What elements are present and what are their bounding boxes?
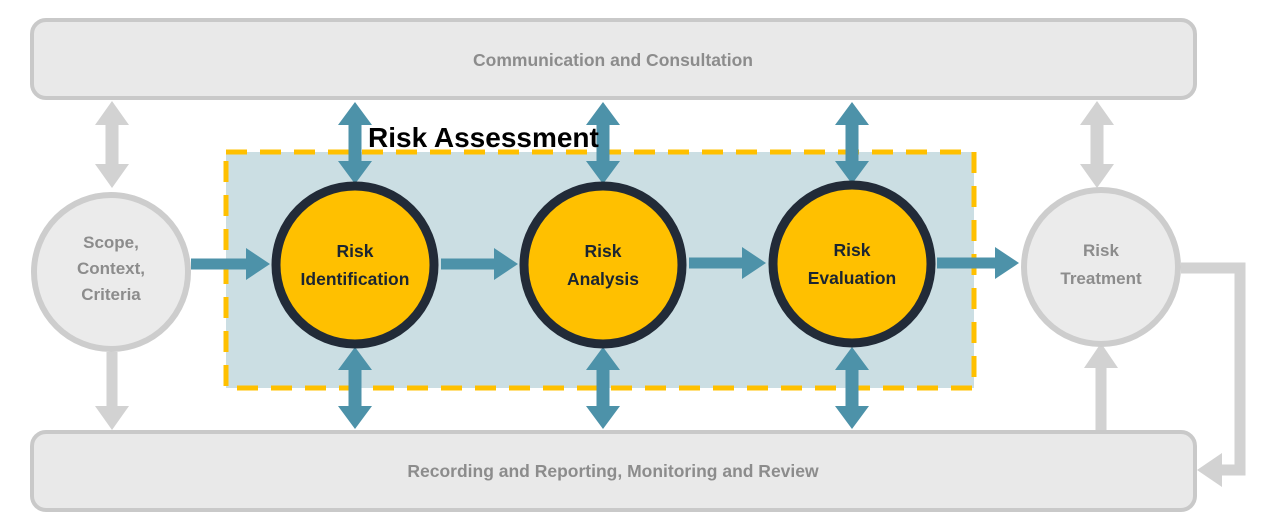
recording-bar-label: Recording and Reporting, Monitoring and …: [407, 461, 819, 481]
risk-identification-step: Risk Identification: [271, 181, 439, 349]
double-arrow-identification-top-icon: [338, 102, 372, 184]
risk-treatment-node: Risk Treatment: [1021, 187, 1181, 347]
risk-analysis-step: Risk Analysis: [519, 181, 687, 349]
treatment-node-line1: Risk: [1083, 241, 1119, 260]
communication-consultation-bar: Communication and Consultation: [30, 18, 1197, 100]
analysis-step-shape: [519, 181, 687, 349]
analysis-step-line1: Risk: [585, 241, 622, 261]
risk-evaluation-step: Risk Evaluation: [768, 180, 936, 348]
double-arrow-evaluation-bottom-icon: [835, 347, 869, 429]
scope-node-line3: Criteria: [81, 285, 141, 304]
communication-bar-shape: [30, 18, 1197, 100]
elbow-connector-treatment-to-recording: [1181, 262, 1246, 487]
scope-node-shape: [31, 192, 191, 352]
arrow-scope-to-identification-icon: [191, 248, 270, 280]
scope-node-line1: Scope,: [83, 233, 139, 252]
evaluation-step-shape: [768, 180, 936, 348]
arrow-evaluation-to-treatment-icon: [937, 247, 1019, 279]
identification-step-line2: Identification: [301, 269, 410, 289]
risk-assessment-title: Risk Assessment: [368, 122, 599, 153]
double-arrow-left-top-icon: [95, 101, 129, 188]
scope-node-line2: Context,: [77, 259, 145, 278]
identification-step-shape: [271, 181, 439, 349]
double-arrow-identification-bottom-icon: [338, 347, 372, 429]
recording-bar-shape: [30, 430, 1197, 512]
identification-step-line1: Risk: [337, 241, 374, 261]
recording-reporting-bar: Recording and Reporting, Monitoring and …: [30, 430, 1197, 512]
up-arrow-recording-to-treatment-icon: [1084, 343, 1118, 430]
arrow-identification-to-analysis-icon: [441, 248, 518, 280]
double-arrow-evaluation-top-icon: [835, 102, 869, 184]
scope-context-criteria-node: Scope, Context, Criteria: [31, 192, 191, 352]
communication-bar-label: Communication and Consultation: [473, 50, 753, 70]
double-arrow-analysis-bottom-icon: [586, 347, 620, 429]
analysis-step-line2: Analysis: [567, 269, 639, 289]
arrow-analysis-to-evaluation-icon: [689, 247, 766, 279]
evaluation-step-line2: Evaluation: [808, 268, 897, 288]
evaluation-step-line1: Risk: [834, 240, 871, 260]
double-arrow-right-top-icon: [1080, 101, 1114, 188]
treatment-node-line2: Treatment: [1060, 269, 1142, 288]
treatment-node-shape: [1021, 187, 1181, 347]
double-arrow-analysis-top-icon: [586, 102, 620, 184]
down-arrow-scope-to-recording-icon: [95, 352, 129, 430]
